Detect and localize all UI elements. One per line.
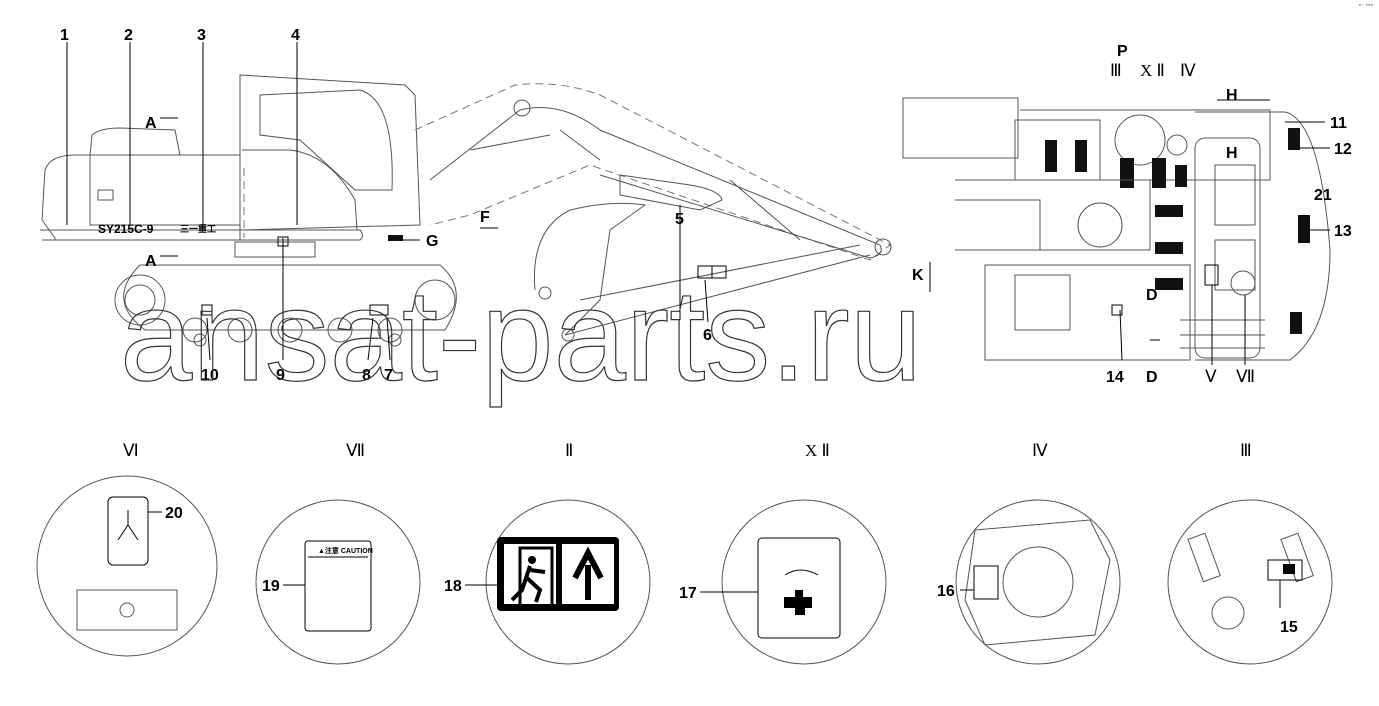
detail-title-XII: X Ⅱ: [805, 441, 830, 460]
section-A-bottom: A: [145, 253, 157, 270]
detail-title-VII: Ⅶ: [346, 441, 365, 460]
top-view-label-V: Ⅴ: [1205, 367, 1217, 386]
callout-3: 3: [197, 27, 206, 44]
detail-view-II: Ⅱ 18: [444, 441, 651, 665]
callout-18: 18: [444, 578, 462, 595]
top-view-label-IV: Ⅳ: [1180, 61, 1196, 80]
callout-6: 6: [703, 327, 712, 344]
callout-17: 17: [679, 585, 697, 602]
section-D-bottom: D: [1146, 369, 1158, 386]
excavator-top-view: P Ⅲ X Ⅱ Ⅳ H H 11 12 21 13 K D D 14 Ⅴ Ⅶ: [902, 43, 1352, 386]
callout-13: 13: [1334, 223, 1352, 240]
top-view-label-VII: Ⅶ: [1236, 367, 1255, 386]
callout-16: 16: [937, 583, 955, 600]
detail-view-VII: Ⅶ ▲注意 CAUTION 19: [255, 441, 421, 665]
section-F: F: [480, 209, 490, 226]
callout-11: 11: [1330, 115, 1347, 132]
detail-view-III: Ⅲ 15: [1167, 441, 1333, 665]
callout-9: 9: [276, 367, 285, 384]
detail-title-VI: Ⅵ: [123, 441, 139, 460]
callout-14: 14: [1106, 369, 1124, 386]
detail-title-IV: Ⅳ: [1032, 441, 1048, 460]
callout-7: 7: [384, 367, 393, 384]
section-G: G: [426, 233, 438, 250]
brand-decal: 三一重工: [180, 223, 216, 234]
section-A-top: A: [145, 115, 157, 132]
detail-title-III: Ⅲ: [1240, 441, 1252, 460]
caution-label-text: ▲注意 CAUTION: [318, 546, 373, 555]
callout-21: 21: [1314, 187, 1332, 204]
callout-4: 4: [291, 27, 300, 44]
top-view-label-III: Ⅲ: [1110, 61, 1122, 80]
detail-view-IV: Ⅳ 16: [937, 441, 1121, 665]
callout-10: 10: [201, 367, 219, 384]
model-decal: SY215C-9: [98, 222, 154, 236]
callout-5: 5: [675, 211, 684, 228]
section-K: K: [912, 267, 924, 284]
top-view-label-XII: X Ⅱ: [1140, 61, 1165, 80]
callout-20: 20: [165, 505, 183, 522]
callout-19: 19: [262, 578, 280, 595]
callout-1: 1: [60, 27, 69, 44]
side-view-callouts: 1 2 3 4 5 6 7 8 9 10 A A F G SY215C-9 三一…: [60, 27, 712, 384]
section-H-bottom: H: [1226, 145, 1238, 162]
detail-title-II: Ⅱ: [565, 441, 573, 460]
detail-view-XII: X Ⅱ 17: [679, 441, 887, 665]
section-P: P: [1117, 43, 1128, 60]
section-D-top: D: [1146, 287, 1158, 304]
detail-view-VI: Ⅵ 20: [36, 441, 218, 657]
callout-12: 12: [1334, 141, 1352, 158]
callout-2: 2: [124, 27, 133, 44]
watermark-text: ansat-parts.ru: [120, 262, 922, 408]
excavator-side-view: [40, 74, 892, 360]
callout-15: 15: [1280, 619, 1298, 636]
section-H-top: H: [1226, 87, 1238, 104]
callout-8: 8: [362, 367, 371, 384]
corner-mark: ▪▫ ▪▪▪: [1358, 2, 1373, 9]
